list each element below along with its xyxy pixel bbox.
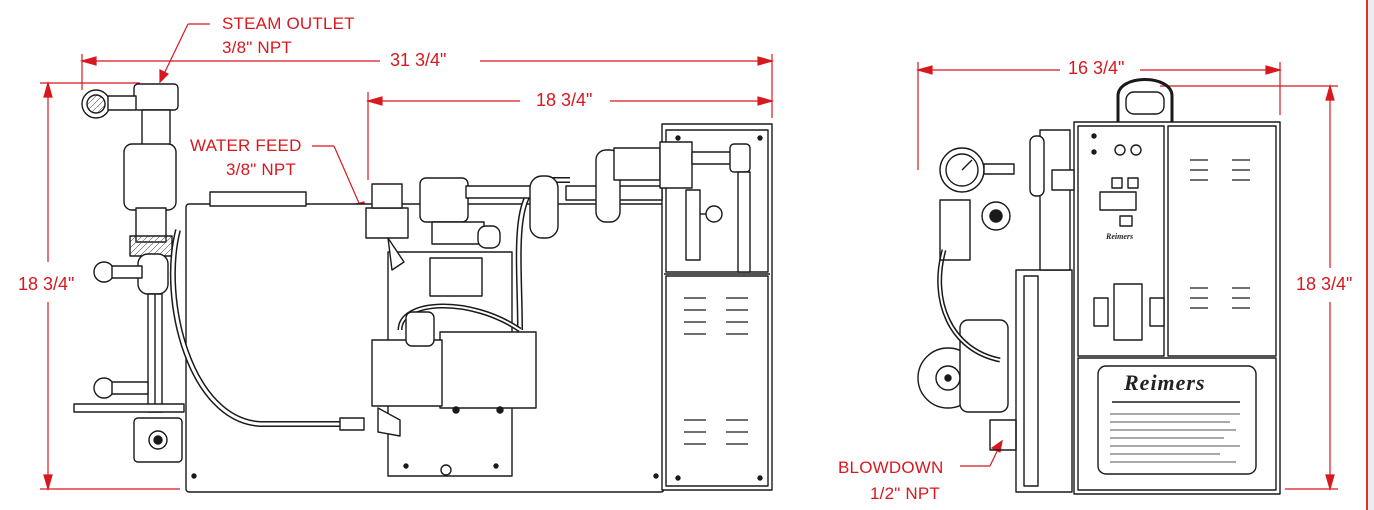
dimension-lines <box>40 23 1338 492</box>
blowdown-label: BLOWDOWN <box>838 458 944 477</box>
reimers-nameplate-logo: Reimers <box>1124 370 1206 395</box>
front-view-unit <box>73 83 773 493</box>
dimension-front-height: 18 3/4" <box>18 274 75 294</box>
dimension-side-width: 16 3/4" <box>1066 58 1127 78</box>
steam-outlet-size-label: 3/8" NPT <box>222 38 292 57</box>
water-feed-size-label: 3/8" NPT <box>226 160 296 179</box>
sheet-right-edge <box>1366 0 1368 510</box>
side-view-unit <box>917 78 1281 495</box>
reimers-panel-logo: Reimers <box>1106 232 1134 241</box>
water-feed-label: WATER FEED <box>190 136 302 155</box>
steam-outlet-label: STEAM OUTLET <box>222 14 355 33</box>
dimension-front-overall-width: 31 3/4" <box>388 50 449 70</box>
dimension-side-height: 18 3/4" <box>1296 274 1353 294</box>
dimension-front-cabinet-width: 18 3/4" <box>534 90 595 110</box>
blowdown-size-label: 1/2" NPT <box>870 484 940 503</box>
